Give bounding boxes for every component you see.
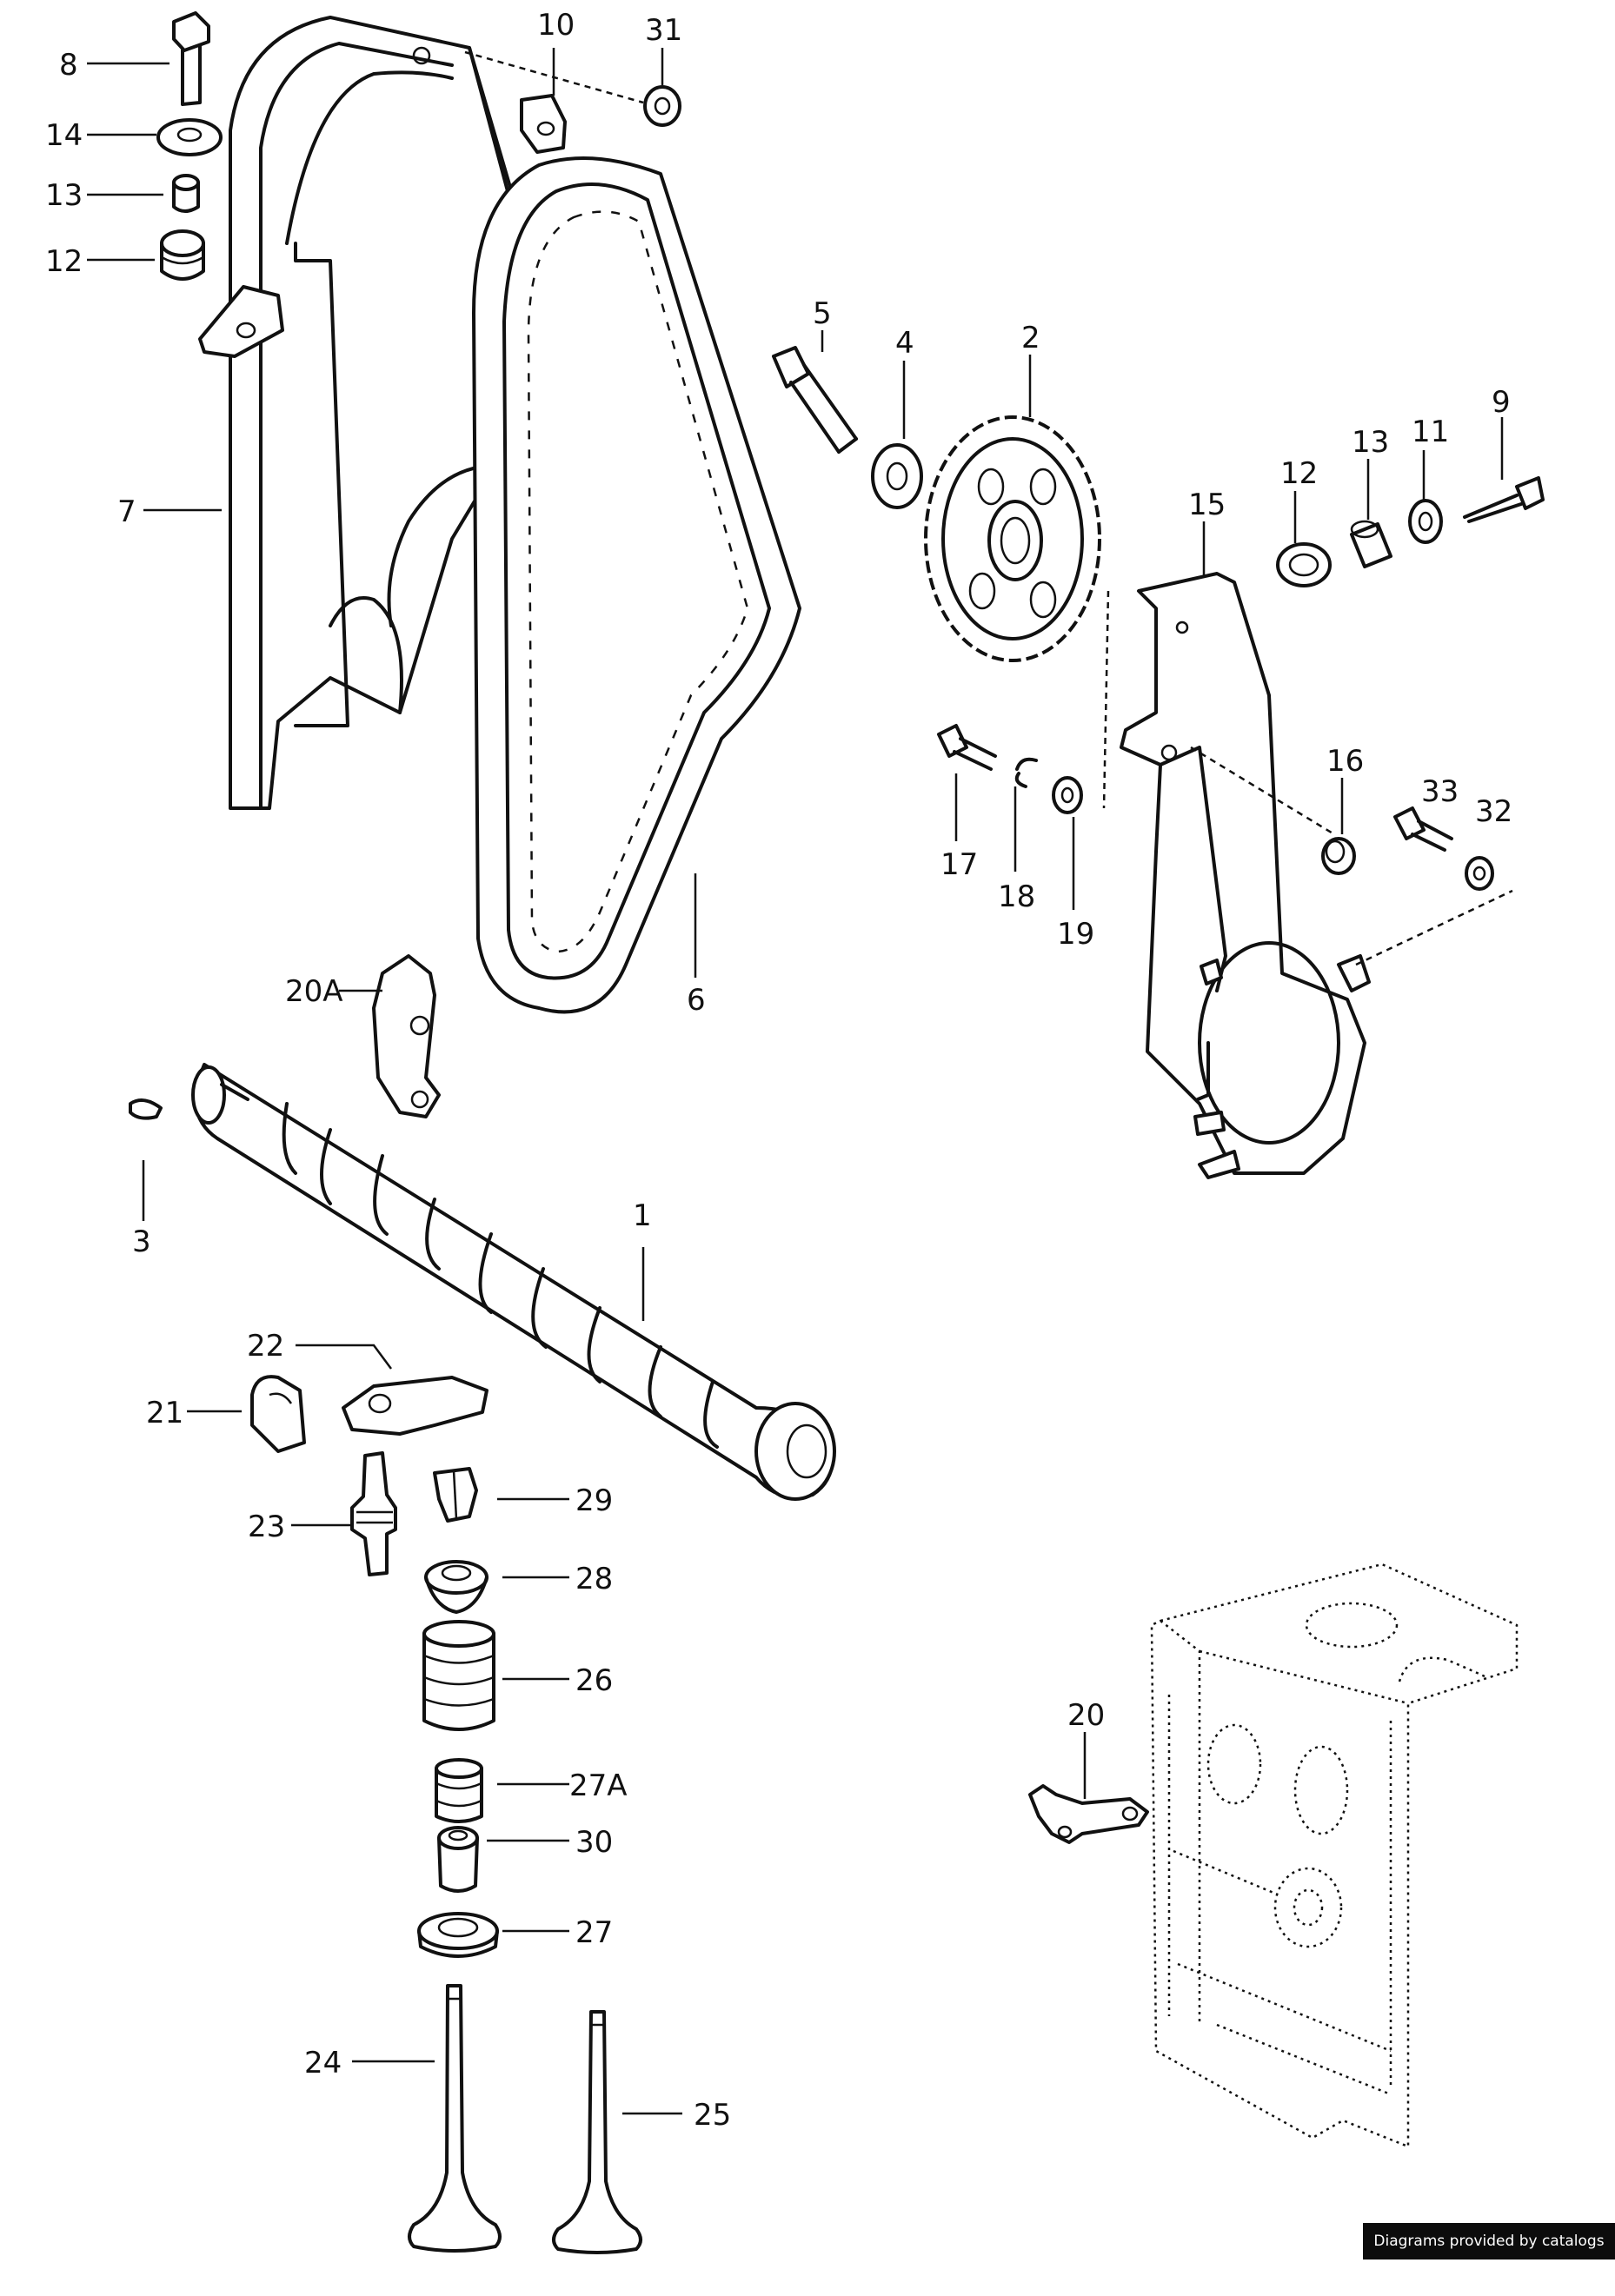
lock-washer-18 (1014, 757, 1038, 788)
outer-valve-spring (422, 1620, 495, 1731)
callout-32: 32 (1475, 794, 1512, 829)
callout-labels: 8 10 31 14 13 12 7 5 4 2 9 13 11 12 15 1… (45, 8, 1512, 2133)
callout-17: 17 (940, 847, 978, 882)
callout-13: 13 (45, 178, 83, 213)
callout-4: 4 (895, 326, 914, 361)
cover-grommet (1276, 542, 1332, 587)
callout-15: 15 (1188, 488, 1226, 522)
engine-block-outline (1150, 1563, 1519, 2148)
sprocket-bolt (772, 346, 858, 454)
nut-31 (643, 85, 681, 127)
timing-belt-front-cover (1102, 572, 1513, 1179)
callout-22: 22 (247, 1329, 284, 1364)
callout-13-right: 13 (1352, 425, 1389, 460)
callout-27A: 27A (569, 1768, 628, 1803)
callout-2: 2 (1021, 321, 1040, 355)
cover-bolt-33 (1393, 806, 1453, 852)
callout-1: 1 (633, 1198, 652, 1233)
timing-belt (472, 156, 801, 1014)
lower-spring-seat (417, 1912, 499, 1958)
camshaft (191, 1063, 836, 1501)
cover-spacer-sleeve (1350, 520, 1392, 568)
callout-11: 11 (1412, 415, 1449, 449)
spacer-13 (172, 174, 200, 213)
cover-bolt-17 (937, 724, 997, 771)
exhaust-valve (552, 2010, 642, 2254)
callout-23: 23 (248, 1510, 285, 1544)
callout-28: 28 (575, 1562, 613, 1596)
callout-6: 6 (687, 983, 706, 1018)
bracket-20A (372, 954, 441, 1118)
callout-5: 5 (813, 296, 832, 331)
callout-20A: 20A (285, 974, 343, 1009)
callout-7: 7 (117, 494, 136, 529)
cover-screw (1463, 476, 1545, 523)
cover-washer (1408, 499, 1443, 544)
sprocket-washer (871, 443, 923, 509)
bolt-8 (172, 11, 210, 106)
valve-stem-seal (437, 1826, 479, 1893)
callout-33: 33 (1421, 774, 1459, 809)
valve-cotter (433, 1467, 478, 1523)
inner-valve-spring (435, 1758, 483, 1823)
cover-plug-16 (1321, 837, 1356, 875)
callout-18: 18 (998, 879, 1035, 914)
callout-30: 30 (575, 1825, 613, 1860)
rocker-arm (342, 1376, 488, 1436)
callout-10: 10 (537, 8, 575, 43)
callout-3: 3 (132, 1224, 151, 1259)
callout-26: 26 (575, 1663, 613, 1698)
washer-32 (1465, 856, 1494, 891)
retaining-clip (250, 1375, 306, 1453)
callout-27: 27 (575, 1915, 613, 1950)
washer-19 (1052, 776, 1083, 814)
callout-8: 8 (59, 48, 78, 83)
callout-12: 12 (45, 244, 83, 279)
valve-spring-cap (424, 1560, 488, 1614)
woodruff-key (129, 1098, 163, 1120)
callout-12-right: 12 (1280, 456, 1318, 491)
callout-25: 25 (694, 2098, 731, 2133)
washer-14 (156, 118, 223, 156)
callout-16: 16 (1326, 744, 1364, 779)
leader-lines (87, 48, 1504, 2115)
callout-19: 19 (1057, 917, 1094, 952)
callout-9: 9 (1492, 385, 1511, 420)
callout-21: 21 (146, 1396, 183, 1430)
callout-20: 20 (1067, 1698, 1105, 1733)
callout-24: 24 (304, 2046, 342, 2080)
intake-valve (408, 1984, 502, 2253)
bracket-20 (1028, 1784, 1149, 1844)
callout-29: 29 (575, 1483, 613, 1518)
grommet-12 (160, 229, 205, 281)
camshaft-sprocket (924, 415, 1101, 662)
diagram-credit: Diagrams provided by catalogs parts (1363, 2223, 1615, 2286)
hydraulic-element (350, 1451, 397, 1576)
callout-14: 14 (45, 118, 83, 153)
clip-10 (520, 94, 567, 154)
callout-31: 31 (645, 13, 682, 48)
